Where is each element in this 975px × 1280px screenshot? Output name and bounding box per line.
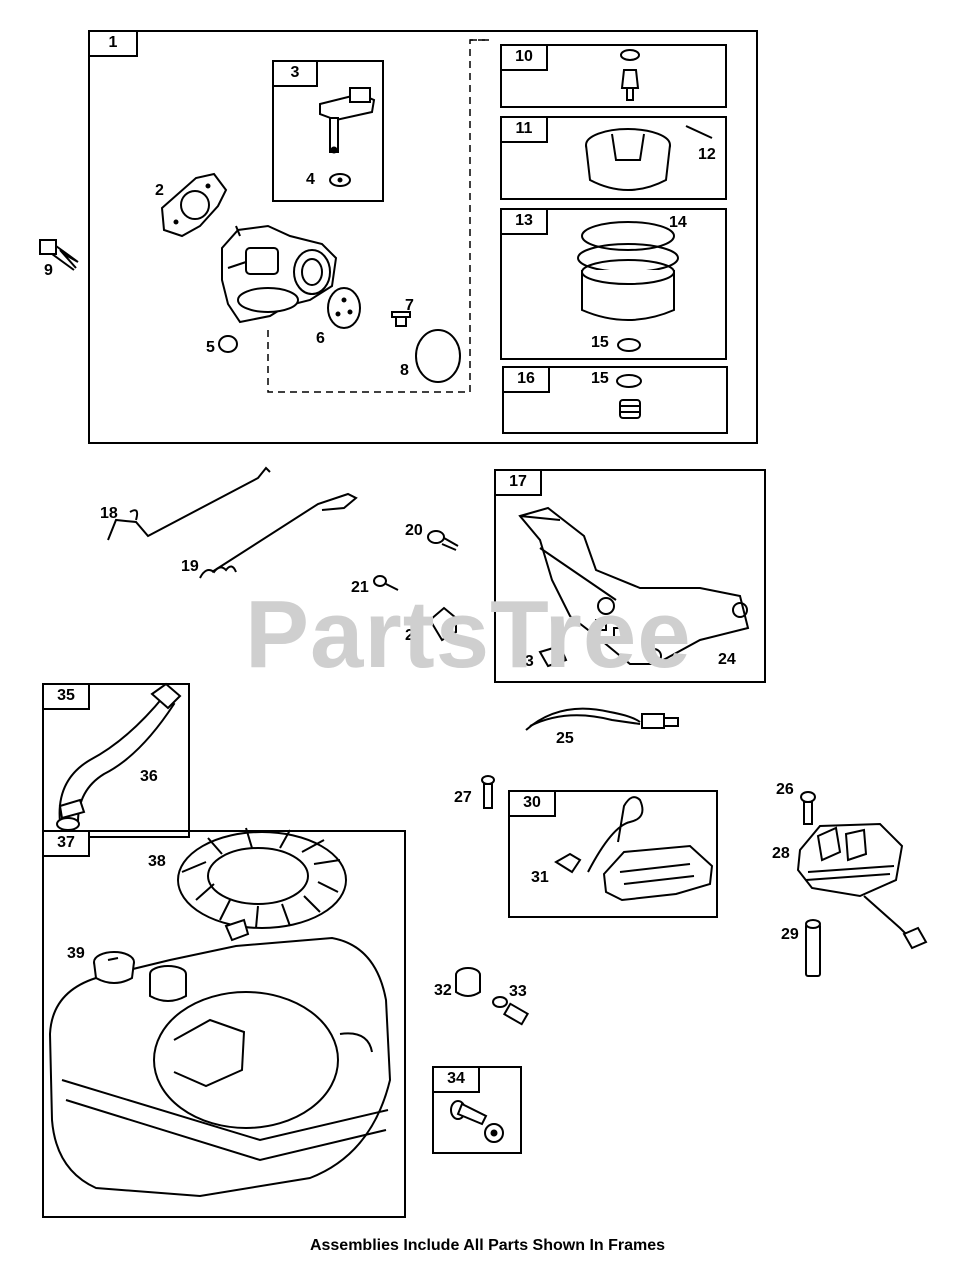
- callout-7: 7: [405, 297, 414, 314]
- frame-label-17: 17: [494, 469, 542, 496]
- part-9-shape: [39, 239, 79, 271]
- callout-5: 5: [206, 339, 215, 356]
- watermark: PartsTree: [245, 581, 692, 688]
- bowl-13-drawing: [577, 221, 679, 352]
- frame-label-11: 11: [500, 116, 548, 143]
- callout-38: 38: [148, 853, 166, 870]
- frame-label-10: 10: [500, 44, 548, 71]
- frame-label-1: 1: [88, 30, 138, 57]
- frame-35: 35: [42, 683, 190, 838]
- part-16-shape: [616, 374, 642, 419]
- frame-34: 34: [432, 1066, 522, 1154]
- frame-label-13: 13: [500, 208, 548, 235]
- frame-label-37: 37: [42, 830, 90, 857]
- part-32-shape: [455, 967, 481, 997]
- part-21-shape: [373, 575, 399, 591]
- frame-11: 11: [500, 116, 727, 200]
- callout-24: 24: [718, 651, 736, 668]
- frame-37: 37: [42, 830, 406, 1218]
- callout-23: 23: [516, 653, 534, 670]
- callout-27: 27: [454, 789, 472, 806]
- callout-14: 14: [669, 214, 687, 231]
- part-20-shape: [427, 530, 459, 551]
- control-bracket-17-drawing: [518, 506, 750, 668]
- part-5-shape: [218, 335, 238, 353]
- fuel-tank-37-drawing: [48, 936, 392, 1198]
- callout-21: 21: [351, 579, 369, 596]
- linkage-18-19-drawing: [107, 466, 358, 579]
- callout-15-bowl: 15: [591, 334, 609, 351]
- callout-22: 22: [405, 627, 423, 644]
- callout-26: 26: [776, 781, 794, 798]
- frame-16: 16: [502, 366, 728, 434]
- callout-8: 8: [400, 362, 409, 379]
- frame-label-16: 16: [502, 366, 550, 393]
- callout-33: 33: [509, 983, 527, 1000]
- part-8-shape: [415, 329, 461, 383]
- callout-12: 12: [698, 146, 716, 163]
- callout-19: 19: [181, 558, 199, 575]
- callout-20: 20: [405, 522, 423, 539]
- float-pin-3-drawing: [319, 87, 376, 187]
- frame-3: 3: [272, 60, 384, 202]
- callout-4: 4: [306, 171, 315, 188]
- cap-39-drawing: [93, 951, 135, 984]
- callout-28: 28: [772, 845, 790, 862]
- callout-2: 2: [155, 182, 164, 199]
- part-22-shape: [428, 606, 457, 642]
- frame-label-34: 34: [432, 1066, 480, 1093]
- part-33-shape: [492, 996, 530, 1026]
- callout-9: 9: [44, 262, 53, 279]
- part-7-shape: [391, 311, 411, 327]
- module-30-drawing: [554, 796, 714, 902]
- caption: Assemblies Include All Parts Shown In Fr…: [309, 1237, 666, 1254]
- gasket-2-drawing: [160, 172, 228, 238]
- callout-32: 32: [434, 982, 452, 999]
- frame-1: 1: [88, 30, 758, 444]
- frame-label-30: 30: [508, 790, 556, 817]
- armature-28-drawing: [796, 791, 928, 977]
- frame-label-35: 35: [42, 683, 90, 710]
- hose-35-drawing: [56, 682, 182, 831]
- callout-39: 39: [67, 945, 85, 962]
- wire-25-drawing: [525, 707, 679, 731]
- carburetor-drawing: [221, 224, 338, 324]
- callout-15-drain: 15: [591, 370, 609, 387]
- frame-17: 17: [494, 469, 766, 683]
- callout-6: 6: [316, 330, 325, 347]
- shroud-38-drawing: [177, 827, 347, 942]
- callout-31: 31: [531, 869, 549, 886]
- callout-18: 18: [100, 505, 118, 522]
- part-34-shape: [450, 1100, 504, 1143]
- part-10-shape: [620, 49, 640, 101]
- part-27-shape: [481, 775, 495, 809]
- callout-25: 25: [556, 730, 574, 747]
- frame-30: 30: [508, 790, 718, 918]
- frame-13: 13: [500, 208, 727, 360]
- callout-29: 29: [781, 926, 799, 943]
- float-11-drawing: [585, 125, 713, 191]
- frame-label-3: 3: [272, 60, 318, 87]
- callout-36: 36: [140, 768, 158, 785]
- frame-10: 10: [500, 44, 727, 108]
- part-6-shape: [327, 287, 361, 329]
